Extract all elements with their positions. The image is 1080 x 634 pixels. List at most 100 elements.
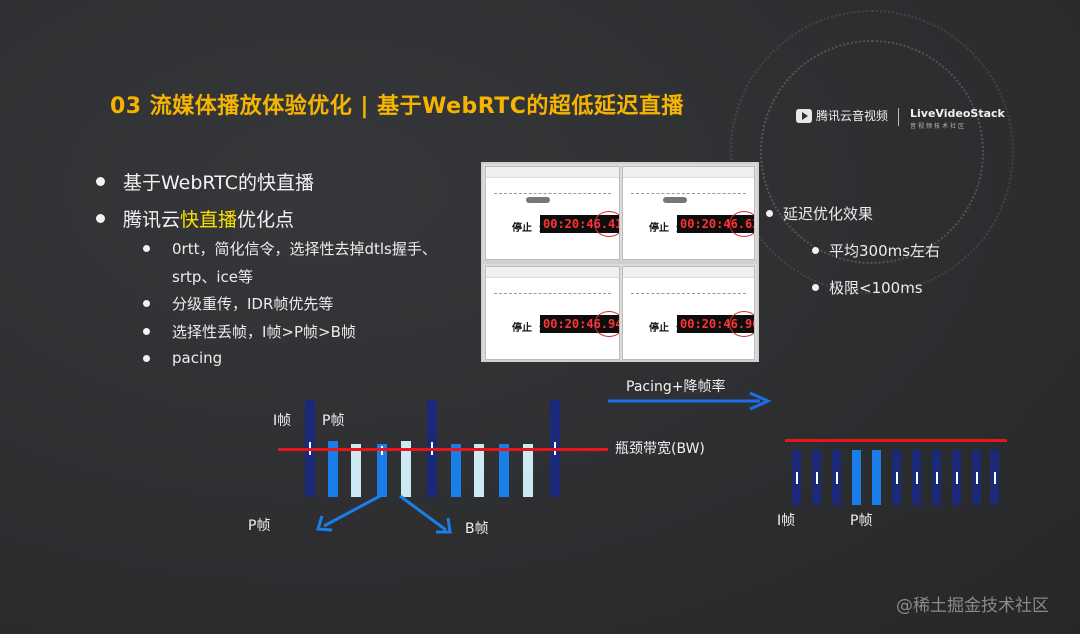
- latency-screenshot-top: 停止 分割 00:20:46.415 停止 分割 00:20:46.630: [481, 162, 759, 262]
- frame-marker: [915, 472, 918, 484]
- bullet-dot-icon: [766, 210, 773, 217]
- frame-marker: [895, 472, 898, 484]
- i-frame-bar: [792, 450, 801, 505]
- tencent-cloud-logo: 腾讯云音视频: [796, 107, 888, 124]
- bullet-sub-text: pacing: [172, 349, 223, 367]
- frame-marker: [955, 472, 958, 484]
- bandwidth-line-right: [785, 439, 1007, 442]
- slide-title: 03 流媒体播放体验优化 | 基于WebRTC的超低延迟直播: [110, 94, 684, 119]
- screenshot-pane: 停止 分割 00:20:46.415: [485, 166, 620, 260]
- browser-bar: [623, 267, 754, 278]
- livevideostack-logo: LiveVideoStack 音视频技术社区: [910, 107, 1005, 130]
- frame-drop-arrows-icon: [316, 494, 452, 534]
- bullet-main-text-suffix: 优化点: [237, 209, 295, 231]
- p-frame-label: P帧: [322, 413, 345, 429]
- highlight-circle: [729, 211, 754, 237]
- frame-marker: [975, 472, 978, 484]
- i-frame-bar: [932, 450, 941, 505]
- latency-screenshot-bottom: 停止 分割 00:20:46.945 停止 分割 00:20:46.902: [481, 262, 759, 362]
- bullet-main-text-prefix: 腾讯云: [123, 209, 181, 231]
- stop-label: 停止: [649, 223, 669, 234]
- b-frame-bar: [351, 444, 361, 497]
- livevideostack-logo-subtext: 音视频技术社区: [910, 123, 967, 130]
- highlight-circle: [729, 311, 754, 337]
- b-frame-bar: [474, 444, 484, 497]
- frame-marker: [835, 472, 838, 484]
- browser-bar: [486, 167, 619, 178]
- i-frame-bar: [892, 450, 901, 505]
- p-frame-bar: [499, 444, 509, 497]
- bullet-dot-icon: [143, 328, 150, 335]
- i-frame-bar: [972, 450, 981, 505]
- decorative-dotted-ring: [730, 10, 1014, 294]
- timeline-strip: [494, 293, 611, 296]
- bullet-main: 基于WebRTC的快直播: [96, 168, 314, 195]
- livevideostack-logo-text: LiveVideoStack: [910, 107, 1005, 120]
- p-frame-bar: [451, 444, 461, 497]
- bullet-sub-text: 0rtt，简化信令，选择性去掉dtls握手、: [172, 240, 437, 258]
- play-icon: [796, 108, 812, 123]
- i-frame-bar: [832, 450, 841, 505]
- latency-heading: 延迟优化效果: [766, 203, 873, 224]
- p-frame-bar: [328, 441, 338, 497]
- timeline-strip: [494, 193, 611, 196]
- bullet-sub: pacing: [143, 349, 222, 367]
- bullet-sub-text: 选择性丢帧，I帧>P帧>B帧: [172, 323, 356, 341]
- bullet-dot-icon: [812, 247, 819, 254]
- b-frame-label-bottom: B帧: [465, 521, 489, 537]
- bullet-dot-icon: [143, 300, 150, 307]
- browser-bar: [486, 267, 619, 278]
- p-frame-label-bottom: P帧: [248, 518, 271, 534]
- highlight-circle: [594, 311, 619, 337]
- latency-item-text: 极限<100ms: [829, 279, 923, 297]
- stop-label: 停止: [512, 323, 532, 334]
- frame-marker: [815, 472, 818, 484]
- b-frame-bar: [523, 444, 533, 497]
- latency-item: 平均300ms左右: [812, 240, 940, 261]
- timeline-strip: [631, 193, 746, 196]
- bullet-sub-continuation: srtp、ice等: [172, 266, 253, 287]
- stop-label: 停止: [512, 223, 532, 234]
- i-frame-bar: [812, 450, 821, 505]
- pacing-arrow-icon: [608, 391, 772, 411]
- screenshot-pane: 停止 分割 00:20:46.630: [622, 166, 755, 260]
- video-thumbnail: [526, 197, 550, 203]
- bullet-dot-icon: [96, 214, 105, 223]
- b-frame-bar: [401, 441, 411, 497]
- tencent-cloud-logo-text: 腾讯云音视频: [816, 109, 889, 123]
- frame-marker: [993, 472, 996, 484]
- bullet-dot-icon: [143, 354, 150, 362]
- bullet-sub: 0rtt，简化信令，选择性去掉dtls握手、: [143, 238, 437, 259]
- latency-item-text: 平均300ms左右: [829, 242, 941, 260]
- i-frame-label-right: I帧: [777, 513, 796, 529]
- bullet-dot-icon: [96, 177, 105, 186]
- video-thumbnail: [663, 197, 687, 203]
- latency-item: 极限<100ms: [812, 277, 923, 298]
- highlight-circle: [594, 211, 619, 237]
- bullet-main-highlight: 快直播: [180, 209, 238, 231]
- bandwidth-label: 瓶颈带宽(BW): [615, 441, 705, 457]
- browser-bar: [623, 167, 754, 178]
- bullet-sub-text: 分级重传，IDR帧优先等: [172, 295, 334, 313]
- p-frame-label-right: P帧: [850, 513, 873, 529]
- bullet-sub: 分级重传，IDR帧优先等: [143, 293, 333, 314]
- frame-marker: [795, 472, 798, 484]
- bullet-dot-icon: [143, 245, 150, 252]
- bullet-main-text: 基于WebRTC的快直播: [123, 172, 315, 194]
- timeline-strip: [631, 293, 746, 296]
- p-frame-bar: [872, 450, 881, 505]
- bullet-sub: 选择性丢帧，I帧>P帧>B帧: [143, 321, 356, 342]
- stop-label: 停止: [649, 323, 669, 334]
- screenshot-pane: 停止 分割 00:20:46.945: [485, 266, 620, 360]
- bandwidth-line-left: [278, 448, 608, 451]
- screenshot-pane: 停止 分割 00:20:46.902: [622, 266, 755, 360]
- i-frame-label: I帧: [273, 413, 292, 429]
- frame-marker: [935, 472, 938, 484]
- i-frame-bar: [952, 450, 961, 505]
- i-frame-bar: [912, 450, 921, 505]
- bullet-main: 腾讯云快直播优化点: [96, 205, 294, 232]
- i-frame-bar: [990, 450, 999, 505]
- watermark: @稀土掘金技术社区: [896, 596, 1049, 616]
- p-frame-bar: [852, 450, 861, 505]
